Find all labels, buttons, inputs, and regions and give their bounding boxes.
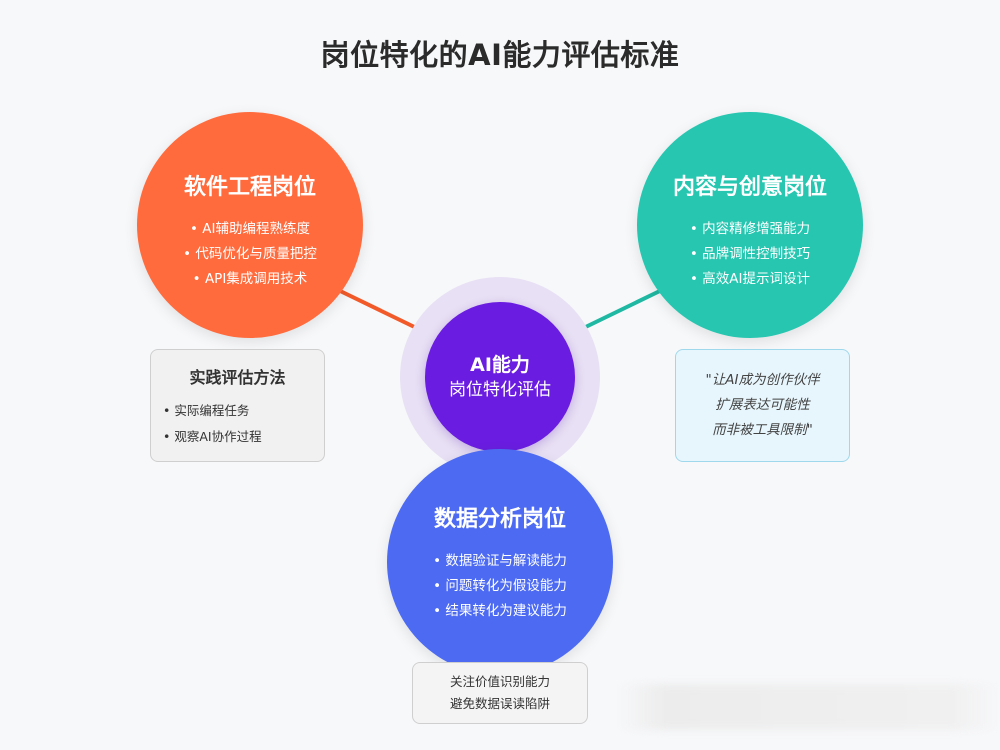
page-title: 岗位特化的AI能力评估标准 <box>320 38 680 72</box>
blurred-watermark-area <box>618 684 1000 730</box>
quote-line: "让AI成为创作伙伴 <box>705 372 820 388</box>
quote-line: 而非被工具限制" <box>712 422 813 438</box>
list-item: 实际编程任务 <box>163 398 324 424</box>
list-item: 高效AI提示词设计 <box>690 267 810 292</box>
list-item: AI辅助编程熟练度 <box>183 217 317 242</box>
role-list-data: 数据验证与解读能力 问题转化为假设能力 结果转化为建议能力 <box>433 549 567 624</box>
practice-box-title: 实践评估方法 <box>189 368 286 387</box>
role-title-content: 内容与创意岗位 <box>672 174 827 200</box>
role-circle-software: 软件工程岗位 AI辅助编程熟练度 代码优化与质量把控 API集成调用技术 <box>137 112 363 338</box>
role-list-content: 内容精修增强能力 品牌调性控制技巧 高效AI提示词设计 <box>690 217 810 292</box>
role-title-software: 软件工程岗位 <box>183 174 316 200</box>
list-item: API集成调用技术 <box>183 267 317 292</box>
list-item: 品牌调性控制技巧 <box>690 242 810 267</box>
center-subtitle: 岗位特化评估 <box>449 380 551 400</box>
practice-list: 实际编程任务 观察AI协作过程 <box>163 398 324 450</box>
role-circle-data: 数据分析岗位 数据验证与解读能力 问题转化为假设能力 结果转化为建议能力 <box>387 449 613 675</box>
list-item: 内容精修增强能力 <box>690 217 810 242</box>
value-line: 关注价值识别能力 <box>449 674 550 689</box>
quote-box: "让AI成为创作伙伴 扩展表达可能性 而非被工具限制" <box>675 349 850 462</box>
value-line: 避免数据误读陷阱 <box>449 696 550 711</box>
list-item: 数据验证与解读能力 <box>433 549 567 574</box>
list-item: 结果转化为建议能力 <box>433 599 567 624</box>
list-item: 观察AI协作过程 <box>163 424 324 450</box>
value-box: 关注价值识别能力 避免数据误读陷阱 <box>412 662 588 724</box>
center-title: AI能力 <box>470 354 530 376</box>
list-item: 问题转化为假设能力 <box>433 574 567 599</box>
center-node: AI能力 岗位特化评估 <box>425 302 575 452</box>
quote-line: 扩展表达可能性 <box>715 397 810 413</box>
practice-box: 实践评估方法 实际编程任务 观察AI协作过程 <box>150 349 325 462</box>
role-title-data: 数据分析岗位 <box>433 506 566 532</box>
role-list-software: AI辅助编程熟练度 代码优化与质量把控 API集成调用技术 <box>183 217 317 292</box>
list-item: 代码优化与质量把控 <box>183 242 317 267</box>
role-circle-content: 内容与创意岗位 内容精修增强能力 品牌调性控制技巧 高效AI提示词设计 <box>637 112 863 338</box>
